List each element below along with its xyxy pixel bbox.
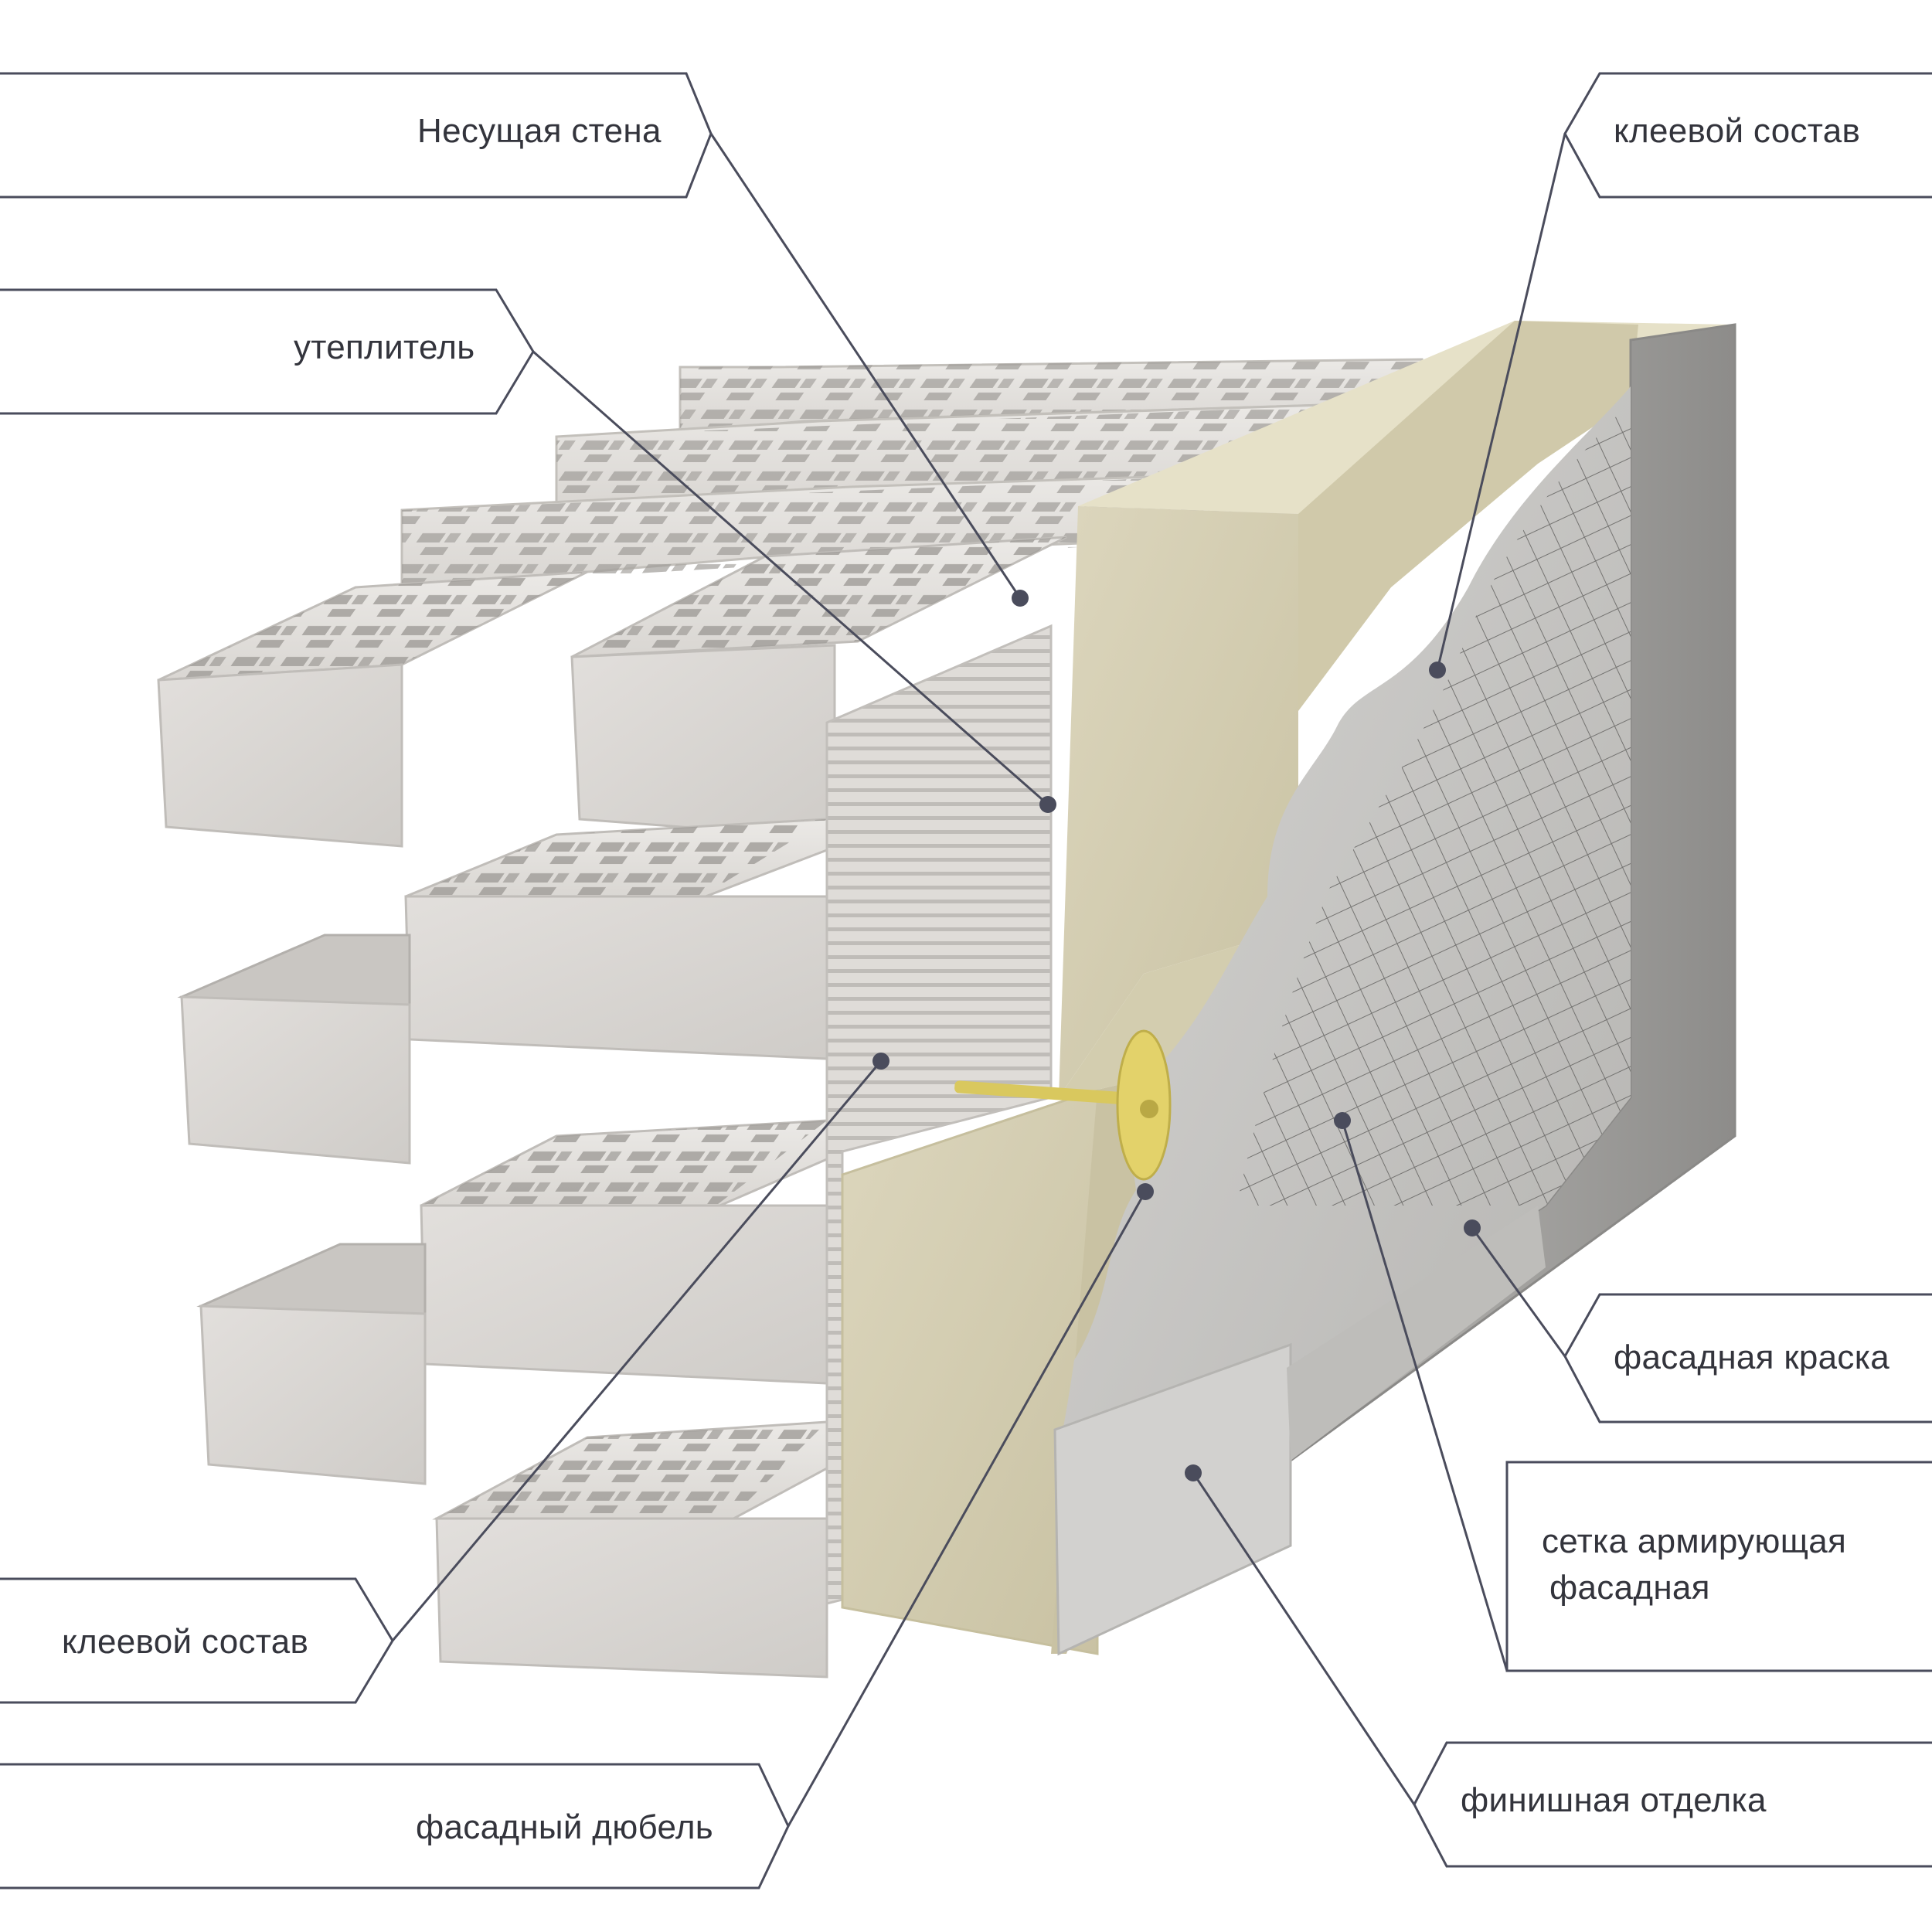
label-paint: фасадная краска xyxy=(1614,1338,1890,1376)
dot-finish xyxy=(1185,1464,1202,1481)
callout-dots xyxy=(872,590,1481,1481)
brick-top-rows xyxy=(400,358,1423,589)
facade-dowel xyxy=(954,1029,1172,1181)
dot-adhesive-left xyxy=(872,1053,889,1070)
label-dowel: фасадный дюбель xyxy=(416,1808,714,1846)
dot-dowel xyxy=(1137,1183,1154,1200)
label-wall: Несущая стена xyxy=(417,112,662,150)
dot-mesh xyxy=(1334,1112,1351,1129)
label-adhesive-top: клеевой состав xyxy=(1614,112,1861,150)
label-adhesive-left: клеевой состав xyxy=(62,1623,309,1661)
leader-mesh xyxy=(1505,1461,1932,1672)
adhesive-layer xyxy=(825,624,1053,1605)
dot-insulation xyxy=(1039,796,1056,813)
bearing-wall-bricks xyxy=(157,536,1067,1679)
label-insulation: утеплитель xyxy=(294,328,475,366)
label-finish: финишная отделка xyxy=(1461,1781,1767,1819)
dot-paint xyxy=(1464,1219,1481,1236)
plaster-layer xyxy=(1053,386,1631,1656)
label-mesh-line1: сетка армирующая xyxy=(1542,1522,1847,1560)
leader-lines xyxy=(0,72,1932,1889)
dot-adhesive-top xyxy=(1429,662,1446,679)
dot-wall xyxy=(1012,590,1029,607)
label-mesh-line2: фасадная xyxy=(1549,1569,1710,1607)
